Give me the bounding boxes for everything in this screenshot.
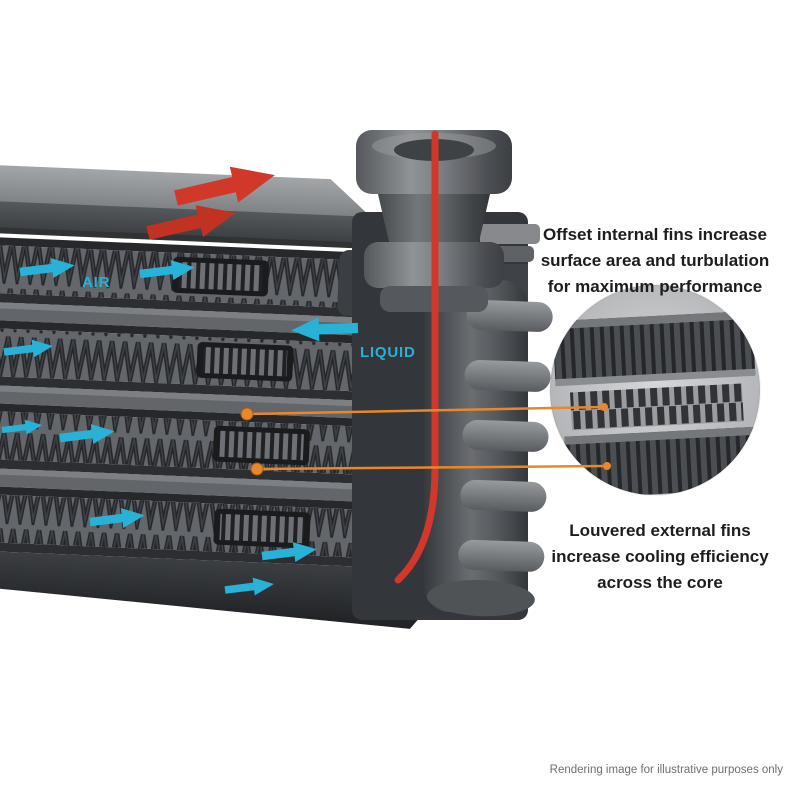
air-label: AIR (82, 274, 111, 291)
annotation-line: increase cooling efficiency (551, 547, 769, 566)
core-top-slab (0, 165, 374, 249)
fin-row-4 (0, 485, 461, 571)
annotation-line: Offset internal fins increase (543, 225, 767, 244)
annotation-internal-fins: Offset internal fins increase surface ar… (510, 222, 800, 300)
liquid-label: LIQUID (360, 344, 416, 361)
louvered-fin-block-top (552, 310, 756, 386)
disclaimer-text: Rendering image for illustrative purpose… (549, 764, 783, 776)
callout-line-2 (256, 464, 608, 471)
tank-ribs (426, 299, 553, 617)
callout-end-2 (603, 462, 611, 470)
callout-dot-2 (250, 462, 264, 476)
core-bottom-slab (0, 550, 461, 629)
end-tank (352, 212, 553, 620)
annotation-line: Louvered external fins (569, 521, 751, 540)
fin-row-1 (0, 237, 370, 318)
callouts (240, 403, 611, 476)
fin-detail-inset (549, 284, 761, 496)
callout-line-1 (246, 405, 605, 416)
callout-dot-1 (240, 407, 254, 421)
callout-end-1 (600, 403, 608, 411)
annotation-line: across the core (597, 573, 723, 592)
coolant-flow-line (394, 130, 439, 584)
annotation-line: surface area and turbulation (540, 251, 770, 270)
annotation-external-fins: Louvered external fins increase cooling … (530, 518, 790, 596)
annotation-line: for maximum performance (547, 277, 763, 296)
